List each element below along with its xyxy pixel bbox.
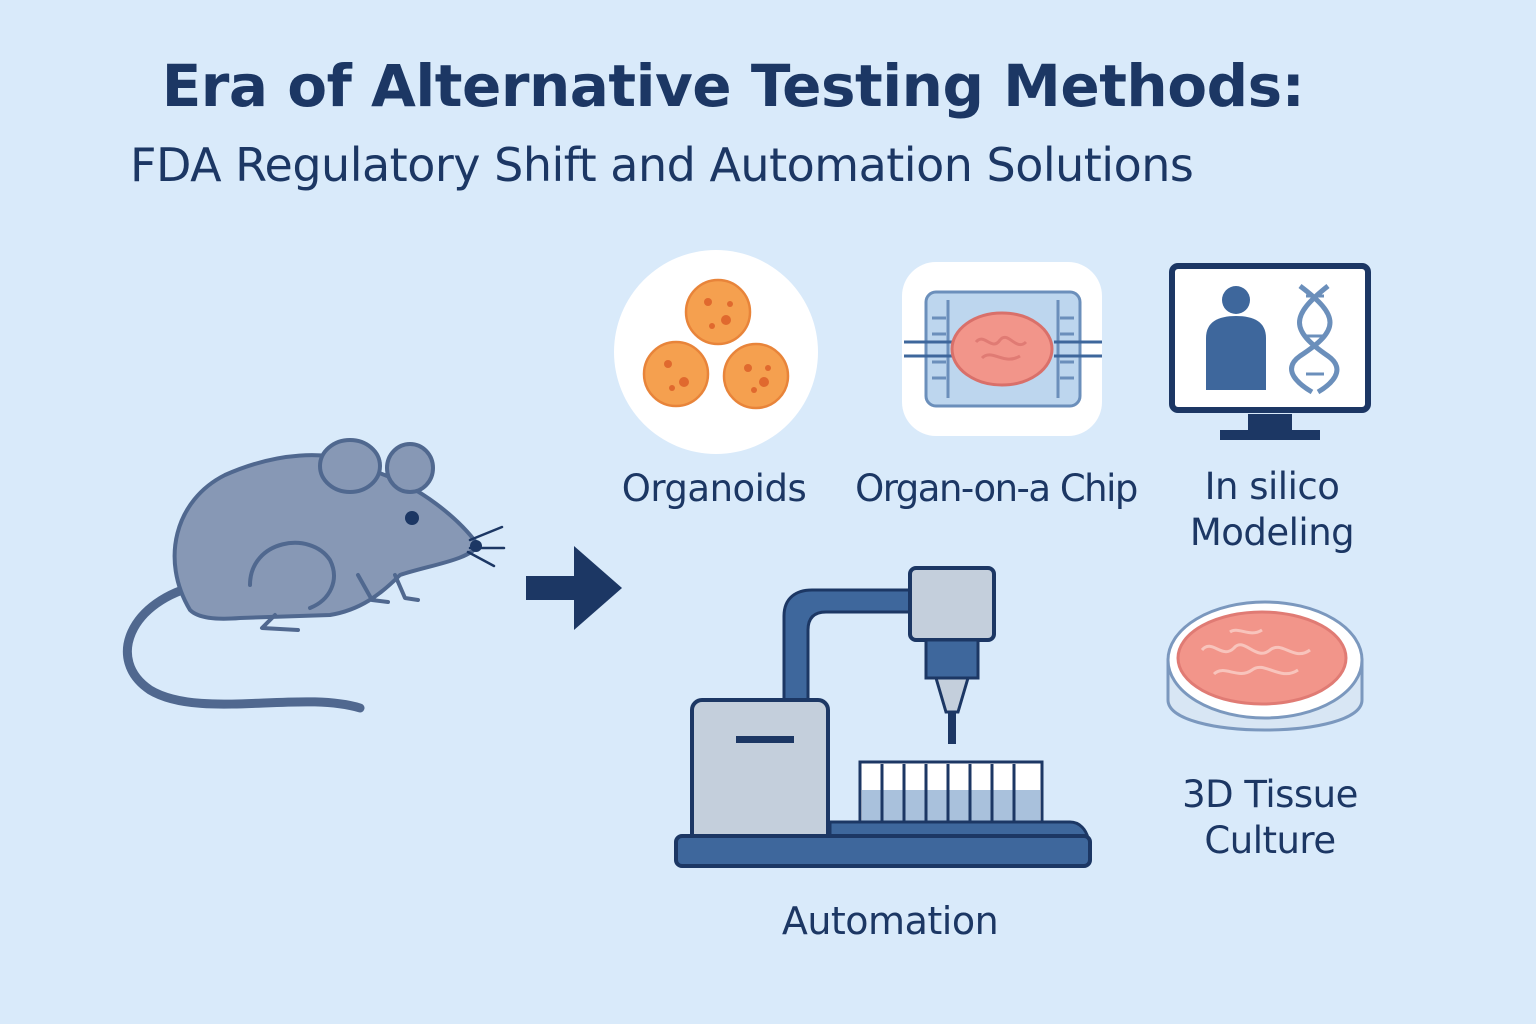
organoids-icon [614, 250, 818, 454]
label-automation-text: Automation [781, 899, 999, 943]
monitor-icon [1169, 263, 1371, 440]
petri-dish-icon [1166, 600, 1364, 732]
label-in-silico-line1: In silico [1204, 465, 1340, 508]
label-tissue-line2: Culture [1204, 819, 1336, 862]
page-title: Era of Alternative Testing Methods: [161, 52, 1305, 120]
label-automation: Automation [740, 898, 1040, 944]
label-organ-chip-text: Organ-on-a Chip [855, 467, 1138, 510]
automation-robot-icon [674, 566, 1092, 868]
label-organoids-text: Organoids [621, 467, 807, 510]
label-in-silico: In silico Modeling [1142, 464, 1402, 556]
arrow-right-icon [526, 546, 622, 630]
organ-chip-icon [902, 262, 1102, 436]
label-tissue-culture: 3D Tissue Culture [1140, 772, 1400, 864]
label-tissue-line1: 3D Tissue [1182, 773, 1358, 816]
label-in-silico-line2: Modeling [1189, 511, 1355, 554]
human-figure-icon [1206, 286, 1266, 390]
page-subtitle: FDA Regulatory Shift and Automation Solu… [130, 138, 1194, 192]
dna-icon [1289, 284, 1340, 395]
label-organoids: Organoids [594, 466, 834, 512]
label-organ-chip: Organ-on-a Chip [846, 466, 1146, 512]
mouse-icon [122, 438, 506, 713]
